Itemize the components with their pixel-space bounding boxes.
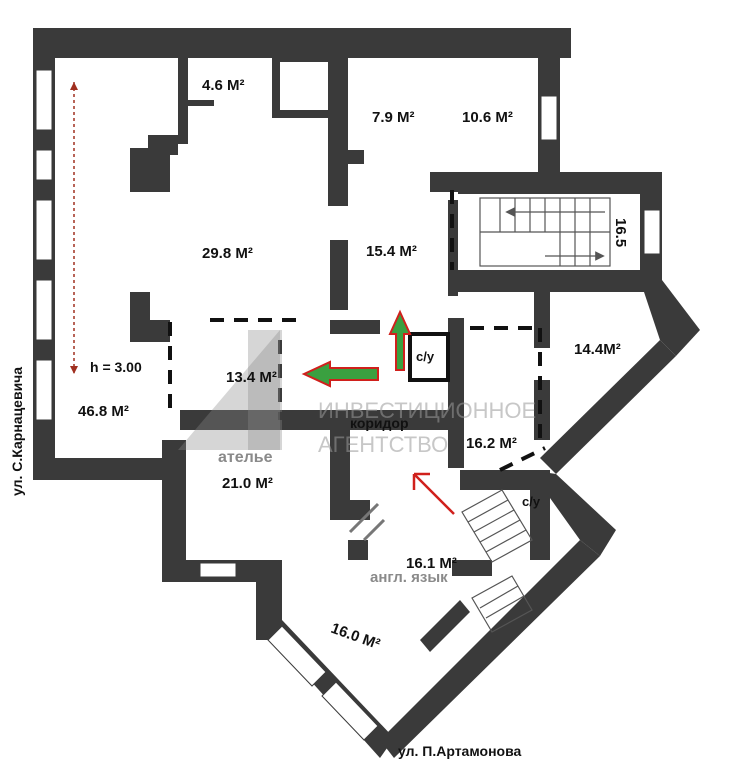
grey-arrow-diagonal	[348, 502, 386, 542]
wc-box	[408, 332, 450, 382]
watermark-line1: ИНВЕСТИЦИОННОЕ	[318, 398, 536, 423]
entrance-arrows	[301, 309, 455, 542]
red-arrow-diagonal	[412, 472, 455, 515]
left-windows	[35, 69, 661, 741]
street-bottom-label: ул. П.Артамонова	[398, 743, 522, 759]
english-label: англ. язык	[370, 569, 448, 586]
room-15-4-label: 15.4 М²	[366, 243, 417, 260]
height-dimension-arrow-bottom	[70, 366, 78, 374]
room-46-8-label: 46.8 М²	[78, 403, 129, 420]
wc-upper-label: с/у	[416, 349, 435, 364]
room-16-2-label: 16.2 М²	[466, 435, 517, 452]
lower-stairs	[461, 489, 533, 633]
outer-walls	[33, 28, 700, 758]
doorways	[168, 190, 546, 472]
room-21-0-label: 21.0 М²	[222, 475, 273, 492]
room-16-1-label: 16.1 М²	[406, 555, 457, 572]
room-4-6-label: 4.6 М²	[202, 77, 245, 94]
room-labels: 4.6 М² 7.9 М² 10.6 М² 16.5 29.8 М² 15.4 …	[78, 77, 629, 653]
room-16-5-label: 16.5	[612, 218, 629, 247]
room-16-0-label: 16.0 М²	[329, 620, 383, 653]
room-29-8-label: 29.8 М²	[202, 245, 253, 262]
room-13-4-label: 13.4 М²	[226, 369, 277, 386]
upper-stairs	[479, 197, 611, 267]
watermark-line2: АГЕНТСТВО	[318, 432, 448, 457]
height-label: h = 3.00	[90, 359, 142, 375]
room-10-6-label: 10.6 М²	[462, 109, 513, 126]
street-left-label: ул. С.Карнацевича	[9, 367, 25, 496]
height-dimension-arrow-top	[70, 82, 78, 90]
room-14-4-label: 14.4М²	[574, 341, 621, 358]
wc-lower-label: с/у	[522, 494, 541, 509]
room-7-9-label: 7.9 М²	[372, 109, 415, 126]
watermark: ИНВЕСТИЦИОННОЕ АГЕНТСТВО	[178, 330, 536, 457]
green-arrow	[301, 360, 379, 388]
atelier-label: ателье	[218, 449, 273, 466]
red-arrow-up	[388, 309, 412, 371]
corridor-label: коридор	[350, 415, 409, 431]
